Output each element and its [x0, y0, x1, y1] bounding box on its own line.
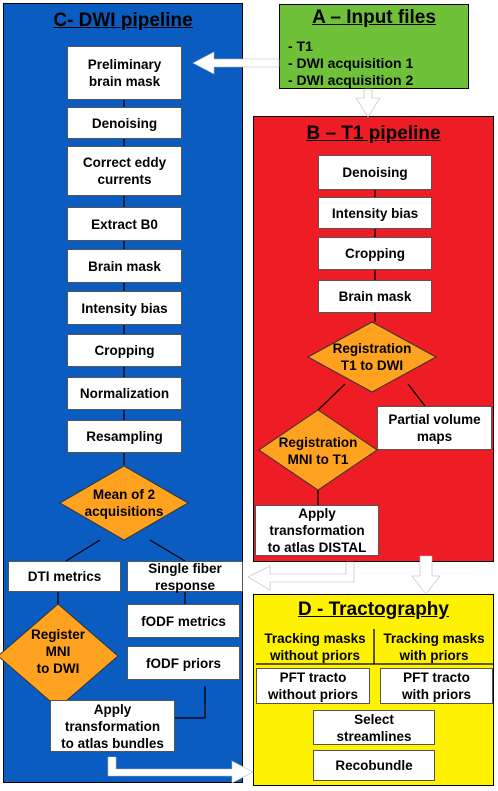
dwi-denoising-box: Denoising [67, 107, 182, 139]
decision-diamond-reg-t1-dwi [306, 321, 438, 393]
dwi-normalization-box: Normalization [67, 377, 182, 410]
t1-partial-volume-box: Partial volume maps [377, 406, 492, 450]
tracto-pft-without-box: PFT tracto without priors [256, 668, 370, 704]
tracto-select-streamlines-box: Select streamlines [313, 710, 435, 745]
connector-line [65, 539, 101, 562]
dwi-resampling-box: Resampling [67, 420, 182, 453]
t1-pipeline-title: B – T1 pipeline [306, 123, 441, 144]
input-files-panel: A – Input files - T1 - DWI acquisition 1… [279, 4, 469, 89]
tracto-masks-with-box: Tracking masks with priors [383, 630, 485, 663]
input-item-dwi-1: - DWI acquisition 1 [288, 55, 414, 71]
t1-intensity-bias-box: Intensity bias [318, 197, 432, 229]
dwi-single-fiber-box: Single fiber response [127, 561, 243, 593]
t1-pipeline-panel: B – T1 pipeline [253, 116, 494, 562]
t1-denoising-box: Denoising [318, 155, 432, 190]
arrow-t1-to-tracto [411, 555, 441, 595]
connector-line [317, 383, 346, 411]
arrow-dwi-to-tracto [107, 756, 254, 784]
dwi-eddy-currents-box: Correct eddy currents [67, 146, 182, 196]
decision-diamond-mean [59, 465, 189, 541]
input-files-list: - T1 - DWI acquisition 1 - DWI acquisiti… [288, 38, 413, 89]
dwi-extract-b0-box: Extract B0 [67, 207, 182, 241]
tracto-pft-with-box: PFT tracto with priors [380, 668, 493, 704]
dwi-pipeline-title: C- DWI pipeline [53, 10, 193, 31]
connector-line [407, 383, 426, 407]
decision-diamond-reg-mni-t1 [258, 409, 378, 491]
dwi-register-mni-label: Register MNI to DWI [30, 626, 86, 676]
t1-apply-distal-box: Apply transformation to atlas DISTAL [255, 505, 379, 556]
dwi-fodf-priors-box: fODF priors [127, 646, 240, 680]
dwi-intensity-bias-box: Intensity bias [67, 291, 182, 325]
arrow-t1-to-dwi [247, 561, 355, 591]
t1-cropping-box: Cropping [318, 237, 432, 270]
tractography-title: D - Tractography [298, 599, 449, 620]
arrow-input-to-dwi [192, 51, 280, 75]
dwi-apply-bundles-box: Apply transformation to atlas bundles [50, 700, 175, 752]
dwi-dti-metrics-box: DTI metrics [8, 561, 121, 592]
t1-reg-mni-t1-label: Registration MNI to T1 [278, 435, 358, 467]
input-item-dwi-2: - DWI acquisition 2 [288, 72, 414, 88]
dwi-preliminary-mask-box: Preliminary brain mask [67, 46, 182, 100]
dwi-cropping-box: Cropping [67, 334, 182, 367]
dwi-fodf-metrics-box: fODF metrics [127, 604, 240, 638]
input-item-t1: - T1 [288, 38, 313, 54]
dwi-brain-mask-box: Brain mask [67, 249, 182, 283]
arrow-input-to-t1 [355, 88, 381, 118]
t1-brain-mask-box: Brain mask [318, 280, 432, 313]
dwi-mean-label: Mean of 2 acquisitions [84, 487, 164, 519]
t1-reg-t1-dwi-label: Registration T1 to DWI [332, 341, 412, 373]
connector-line [149, 539, 186, 562]
tracto-masks-without-box: Tracking masks without priors [264, 630, 366, 663]
input-files-title: A – Input files [312, 7, 436, 28]
tracto-recobundle-box: Recobundle [313, 750, 435, 781]
